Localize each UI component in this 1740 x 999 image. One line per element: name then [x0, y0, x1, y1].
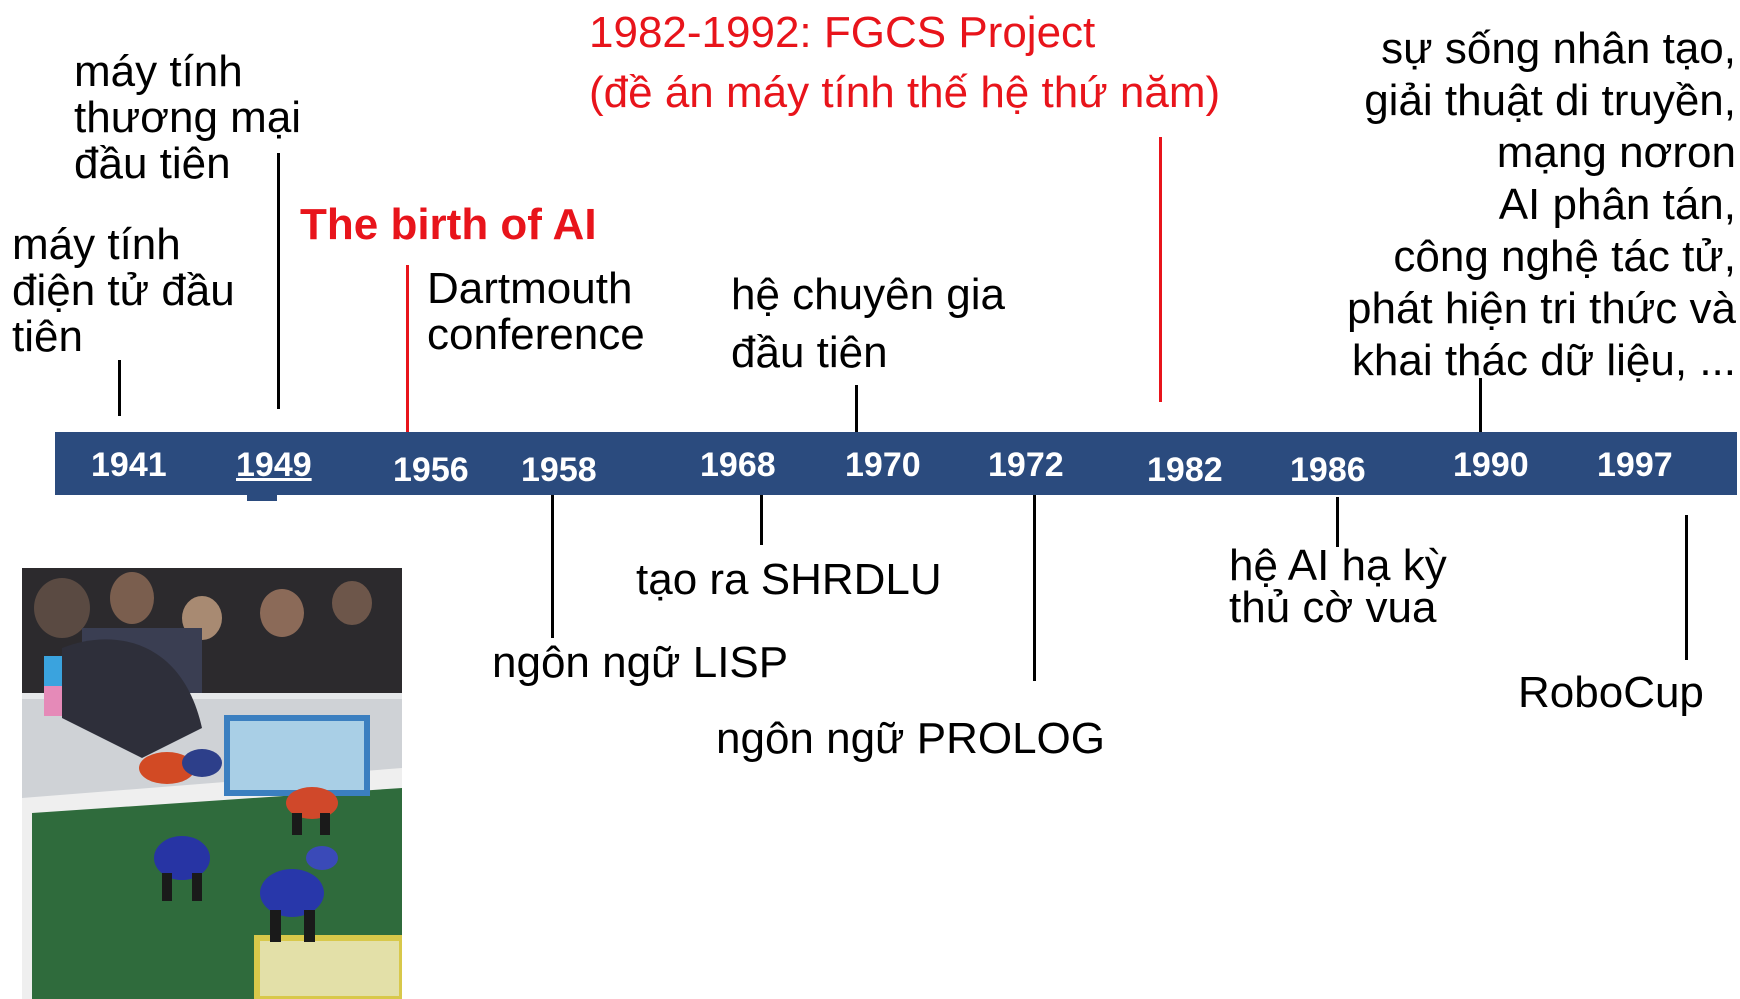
timeline-bar: [55, 432, 1737, 495]
connector-1982: [1159, 137, 1162, 402]
year-1986: 1986: [1290, 451, 1366, 489]
year-1949-tick: [247, 494, 277, 501]
year-1972: 1972: [988, 446, 1064, 484]
connector-1941: [118, 360, 121, 416]
connector-1997: [1685, 515, 1688, 660]
connector-1990: [1479, 378, 1482, 432]
event-1941-label: máy tính điện tử đầu tiên: [12, 220, 235, 361]
connector-1986: [1336, 497, 1339, 547]
fgcs-subtitle: (đề án máy tính thế hệ thứ năm): [589, 68, 1221, 117]
year-1970: 1970: [845, 446, 921, 484]
robocup-photo: [22, 568, 402, 999]
robocup-image: [22, 568, 402, 999]
event-1972-label: ngôn ngữ PROLOG: [716, 714, 1105, 763]
connector-1958: [551, 495, 554, 638]
connector-1949: [277, 153, 280, 409]
event-1968-label: tạo ra SHRDLU: [636, 555, 942, 604]
year-1958: 1958: [521, 451, 597, 489]
event-1986-label: hệ AI hạ kỳ thủ cờ vua: [1229, 541, 1447, 632]
event-1997-label: RoboCup: [1518, 668, 1704, 717]
birth-of-ai-label: The birth of AI: [300, 200, 597, 249]
event-1956-label: Dartmouth conference: [427, 264, 645, 359]
event-1949-label: máy tính thương mại đầu tiên: [74, 47, 302, 188]
year-1997: 1997: [1597, 446, 1673, 484]
year-1949: 1949: [236, 446, 312, 484]
connector-1968: [760, 495, 763, 545]
event-1990-label: sự sống nhân tạo, giải thuật di truyền, …: [1347, 24, 1736, 385]
connector-1956: [406, 265, 409, 432]
year-1968: 1968: [700, 446, 776, 484]
event-1958-label: ngôn ngữ LISP: [492, 638, 789, 687]
event-1970-label: hệ chuyên gia đầu tiên: [731, 270, 1005, 377]
connector-1970: [855, 385, 858, 432]
connector-1972: [1033, 495, 1036, 681]
year-1990: 1990: [1453, 446, 1529, 484]
year-1982: 1982: [1147, 451, 1223, 489]
year-1956: 1956: [393, 451, 469, 489]
year-1941: 1941: [91, 446, 167, 484]
fgcs-title: 1982-1992: FGCS Project: [589, 8, 1096, 57]
